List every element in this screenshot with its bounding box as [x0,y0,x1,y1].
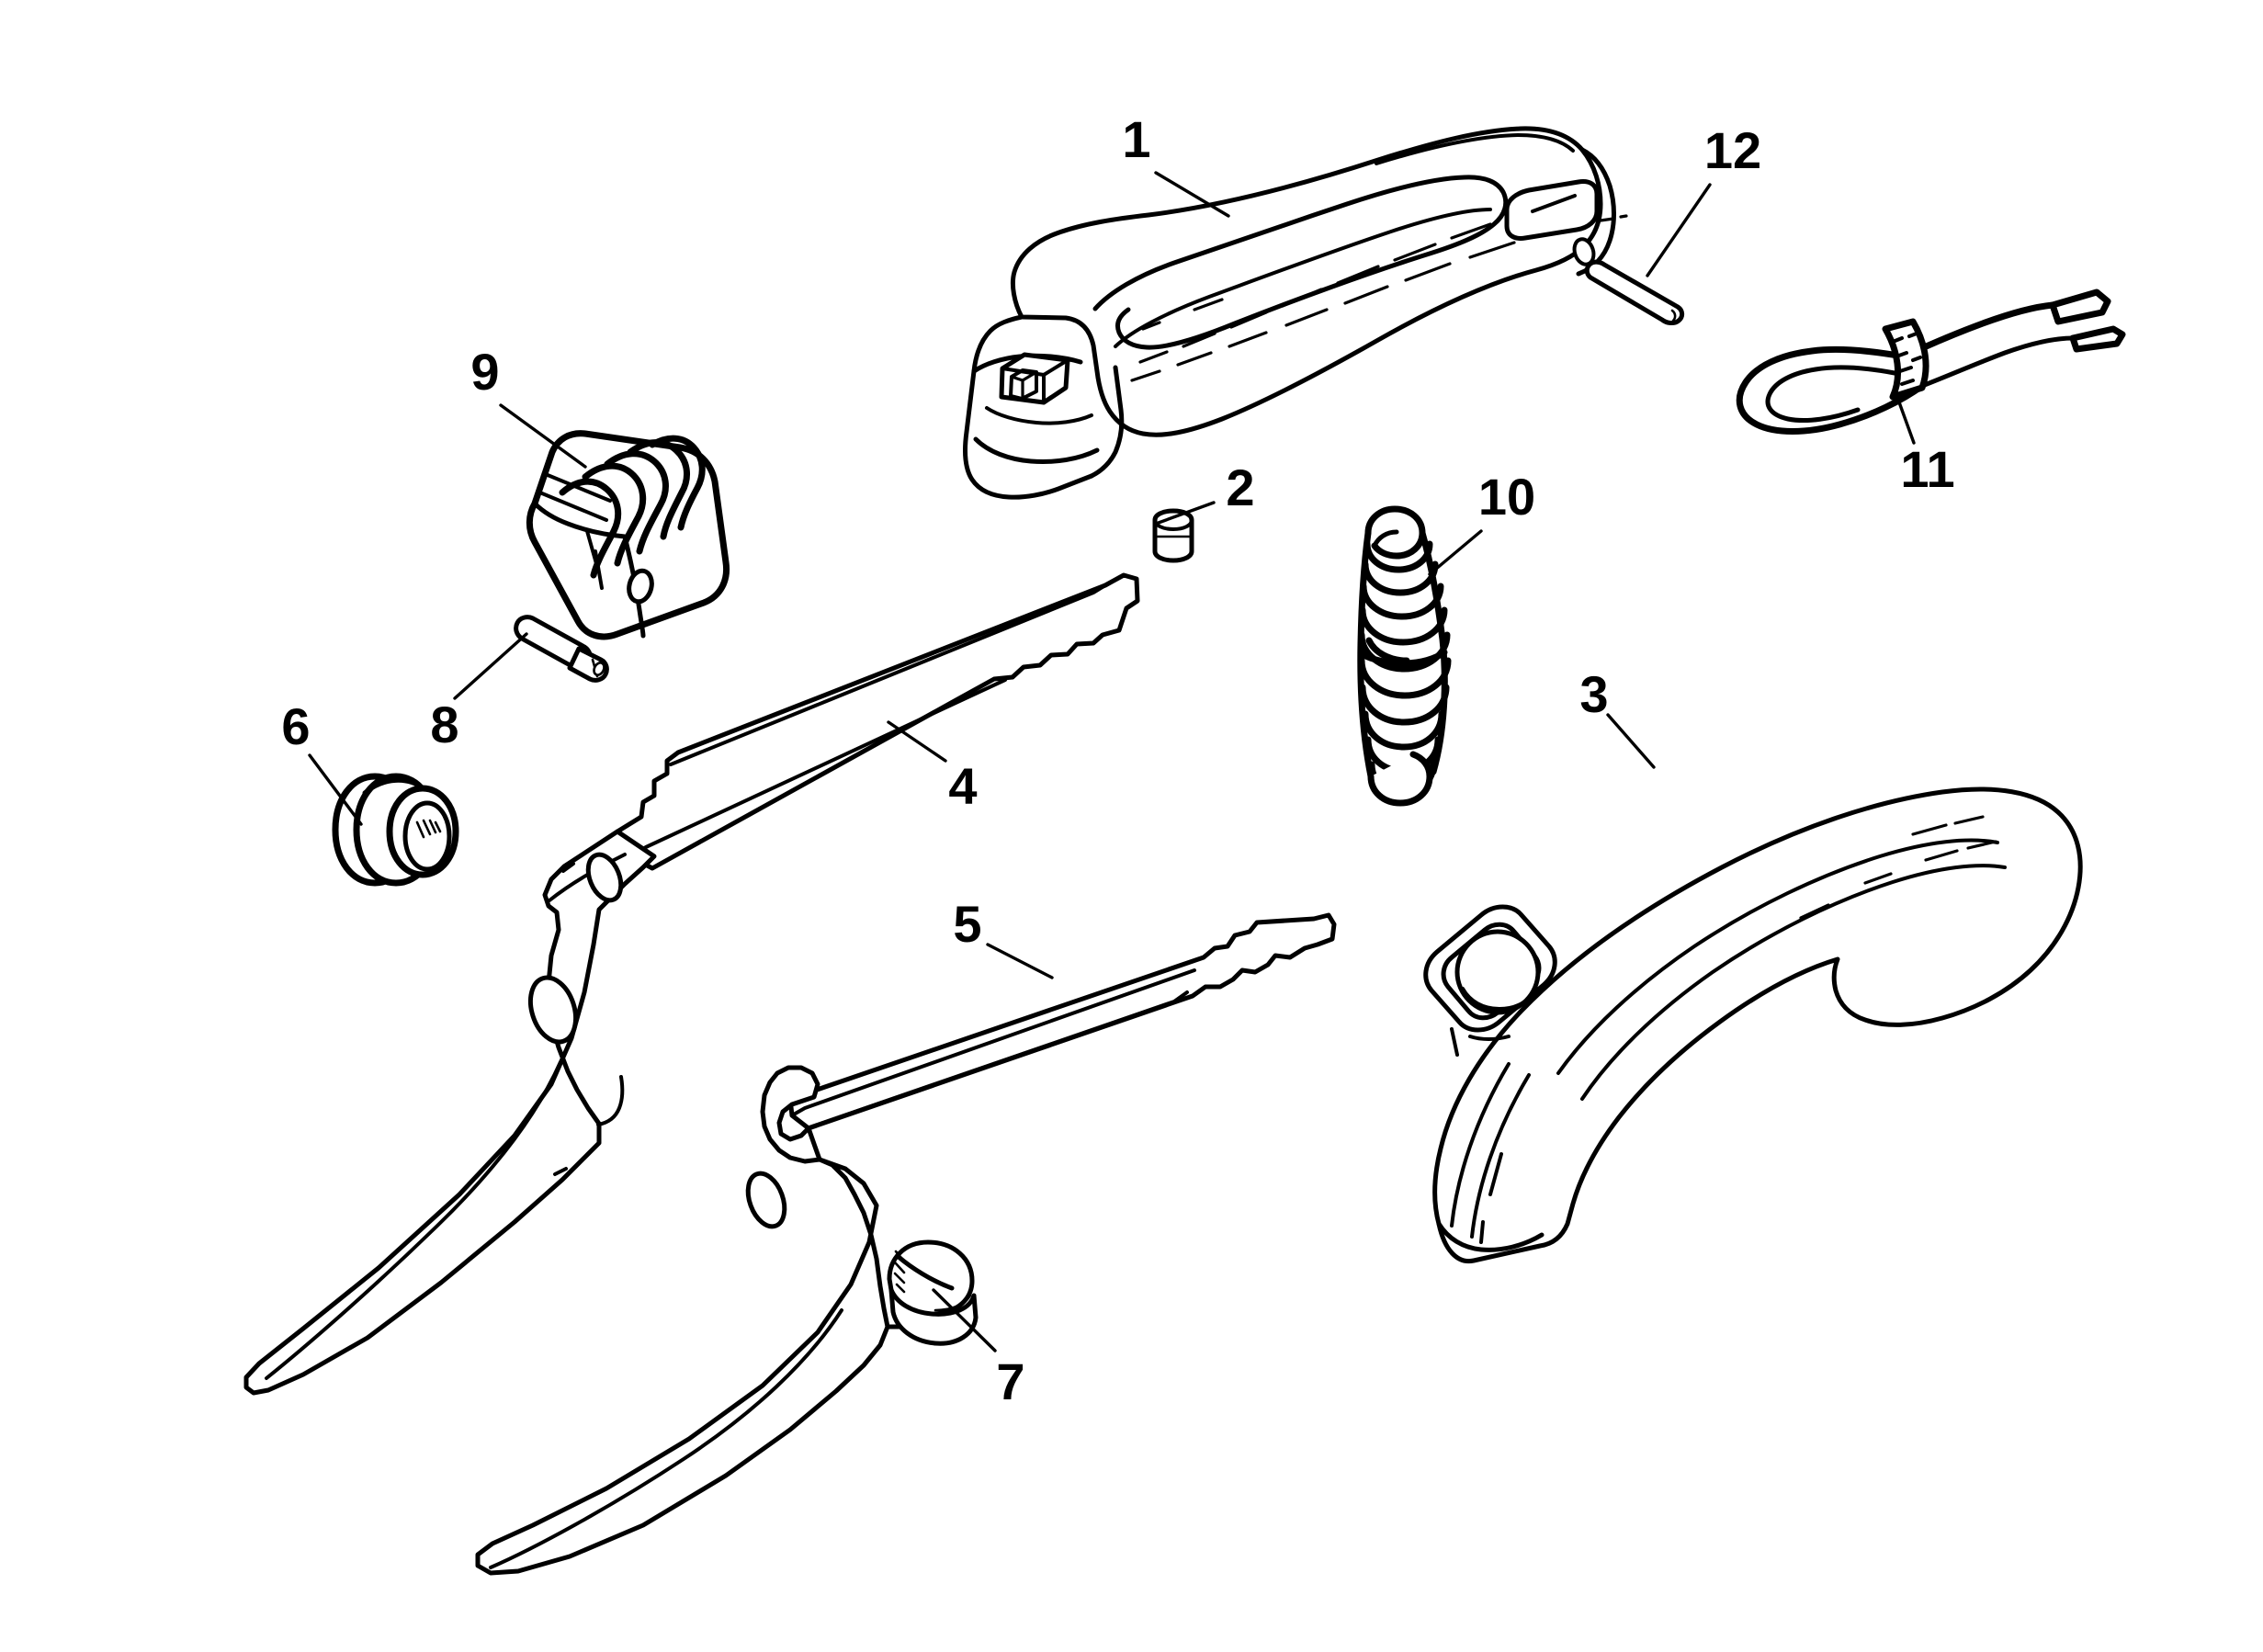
part-7-slotted-screw [887,1239,979,1346]
callout-12: 12 [1704,121,1761,179]
blade5-hole [745,1171,787,1229]
callout-9: 9 [470,343,499,401]
leader-7 [932,1288,997,1352]
pivot-boss [1423,904,1557,1033]
blade4-edge-ticks [553,862,575,1176]
part-12-hinge-pin [1584,259,1685,325]
part-4-upper-blade [243,572,1140,1396]
callout-5: 5 [953,895,981,953]
bore-hatch [415,819,442,839]
part-3-lower-handle [1423,786,2083,1264]
blade4-hole-upper [585,852,624,903]
callout-1: 1 [1122,110,1150,168]
leader-8 [453,632,528,700]
blade-socket [999,352,1070,405]
leader-9 [499,403,587,469]
cap-locating-hole [627,568,654,605]
part-10-coil-spring [1357,505,1452,807]
latch-recess [1504,179,1600,241]
leader-6 [308,753,363,826]
callout-leaders [308,171,1916,1352]
part-5-lower-blade [475,912,1337,1576]
callout-numbers: 1 2 3 4 5 6 7 8 9 10 11 12 [281,110,1954,1410]
leader-4 [887,720,947,763]
callout-4: 4 [948,757,977,815]
cap-face-lines [540,473,612,522]
leader-12 [1646,183,1712,277]
tail-dash-detail [1599,214,1628,222]
blade4-hole-lower [527,975,579,1045]
part-1-upper-handle [962,126,1628,500]
leader-11 [1893,388,1916,445]
screw-slot-hatch [893,1250,907,1294]
leader-1 [1154,171,1230,218]
part-6-bushing-grommet [332,773,459,887]
callout-11: 11 [1900,440,1954,498]
callout-3: 3 [1579,665,1608,723]
callout-10: 10 [1478,468,1535,526]
callout-2: 2 [1226,458,1254,516]
part-2-pivot-bushing [1152,508,1194,563]
part-11-wrist-lanyard-strap [1736,289,2126,435]
callout-7: 7 [996,1352,1024,1410]
callout-6: 6 [281,697,310,755]
handle3-dash-detail [1799,815,1997,920]
binding-wrap [1882,318,1929,401]
leader-5 [986,943,1054,979]
handle3-tail-ribs [1450,1062,1531,1244]
leader-2 [1154,501,1216,526]
leader-3 [1606,713,1656,769]
cap-grip-ribs [559,435,706,579]
part-9-ribbed-latch-cap [526,430,730,640]
callout-8: 8 [430,696,458,753]
leader-10 [1428,529,1483,576]
part-8-lock-pin [514,615,609,683]
